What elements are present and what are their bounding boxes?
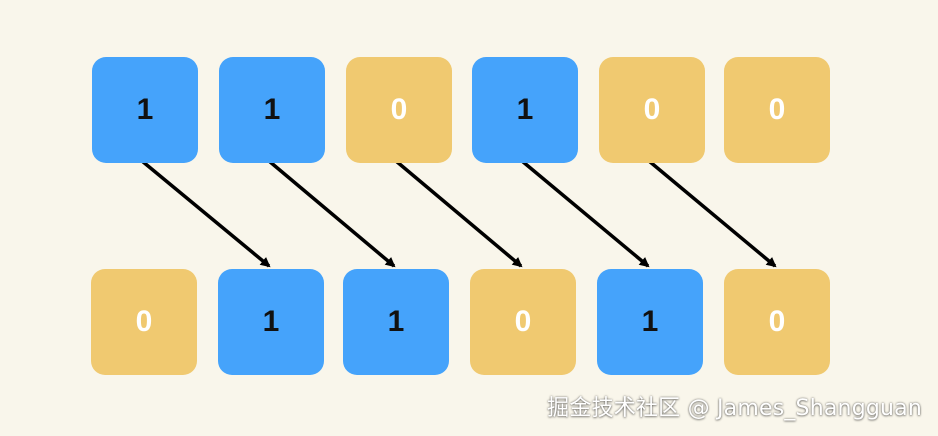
shift-arrow-5 (647, 159, 777, 268)
shift-arrow-1 (140, 159, 271, 268)
bottom-bit-cell: 0 (470, 269, 576, 375)
top-bit-cell: 1 (92, 57, 198, 163)
bottom-bit-cell: 1 (343, 269, 449, 375)
bottom-bit-cell: 0 (724, 269, 830, 375)
watermark-text: 掘金技术社区 @ James_Shangguan (547, 396, 922, 421)
shift-arrow-4 (520, 159, 650, 268)
shift-arrow-3 (394, 159, 523, 268)
bottom-bit-cell: 1 (597, 269, 703, 375)
top-bit-cell: 1 (219, 57, 325, 163)
top-bit-cell: 0 (599, 57, 705, 163)
top-bit-cell: 0 (346, 57, 452, 163)
top-bit-cell: 1 (472, 57, 578, 163)
top-bit-cell: 0 (724, 57, 830, 163)
shift-arrow-2 (267, 159, 396, 268)
bottom-bit-cell: 0 (91, 269, 197, 375)
bottom-bit-cell: 1 (218, 269, 324, 375)
